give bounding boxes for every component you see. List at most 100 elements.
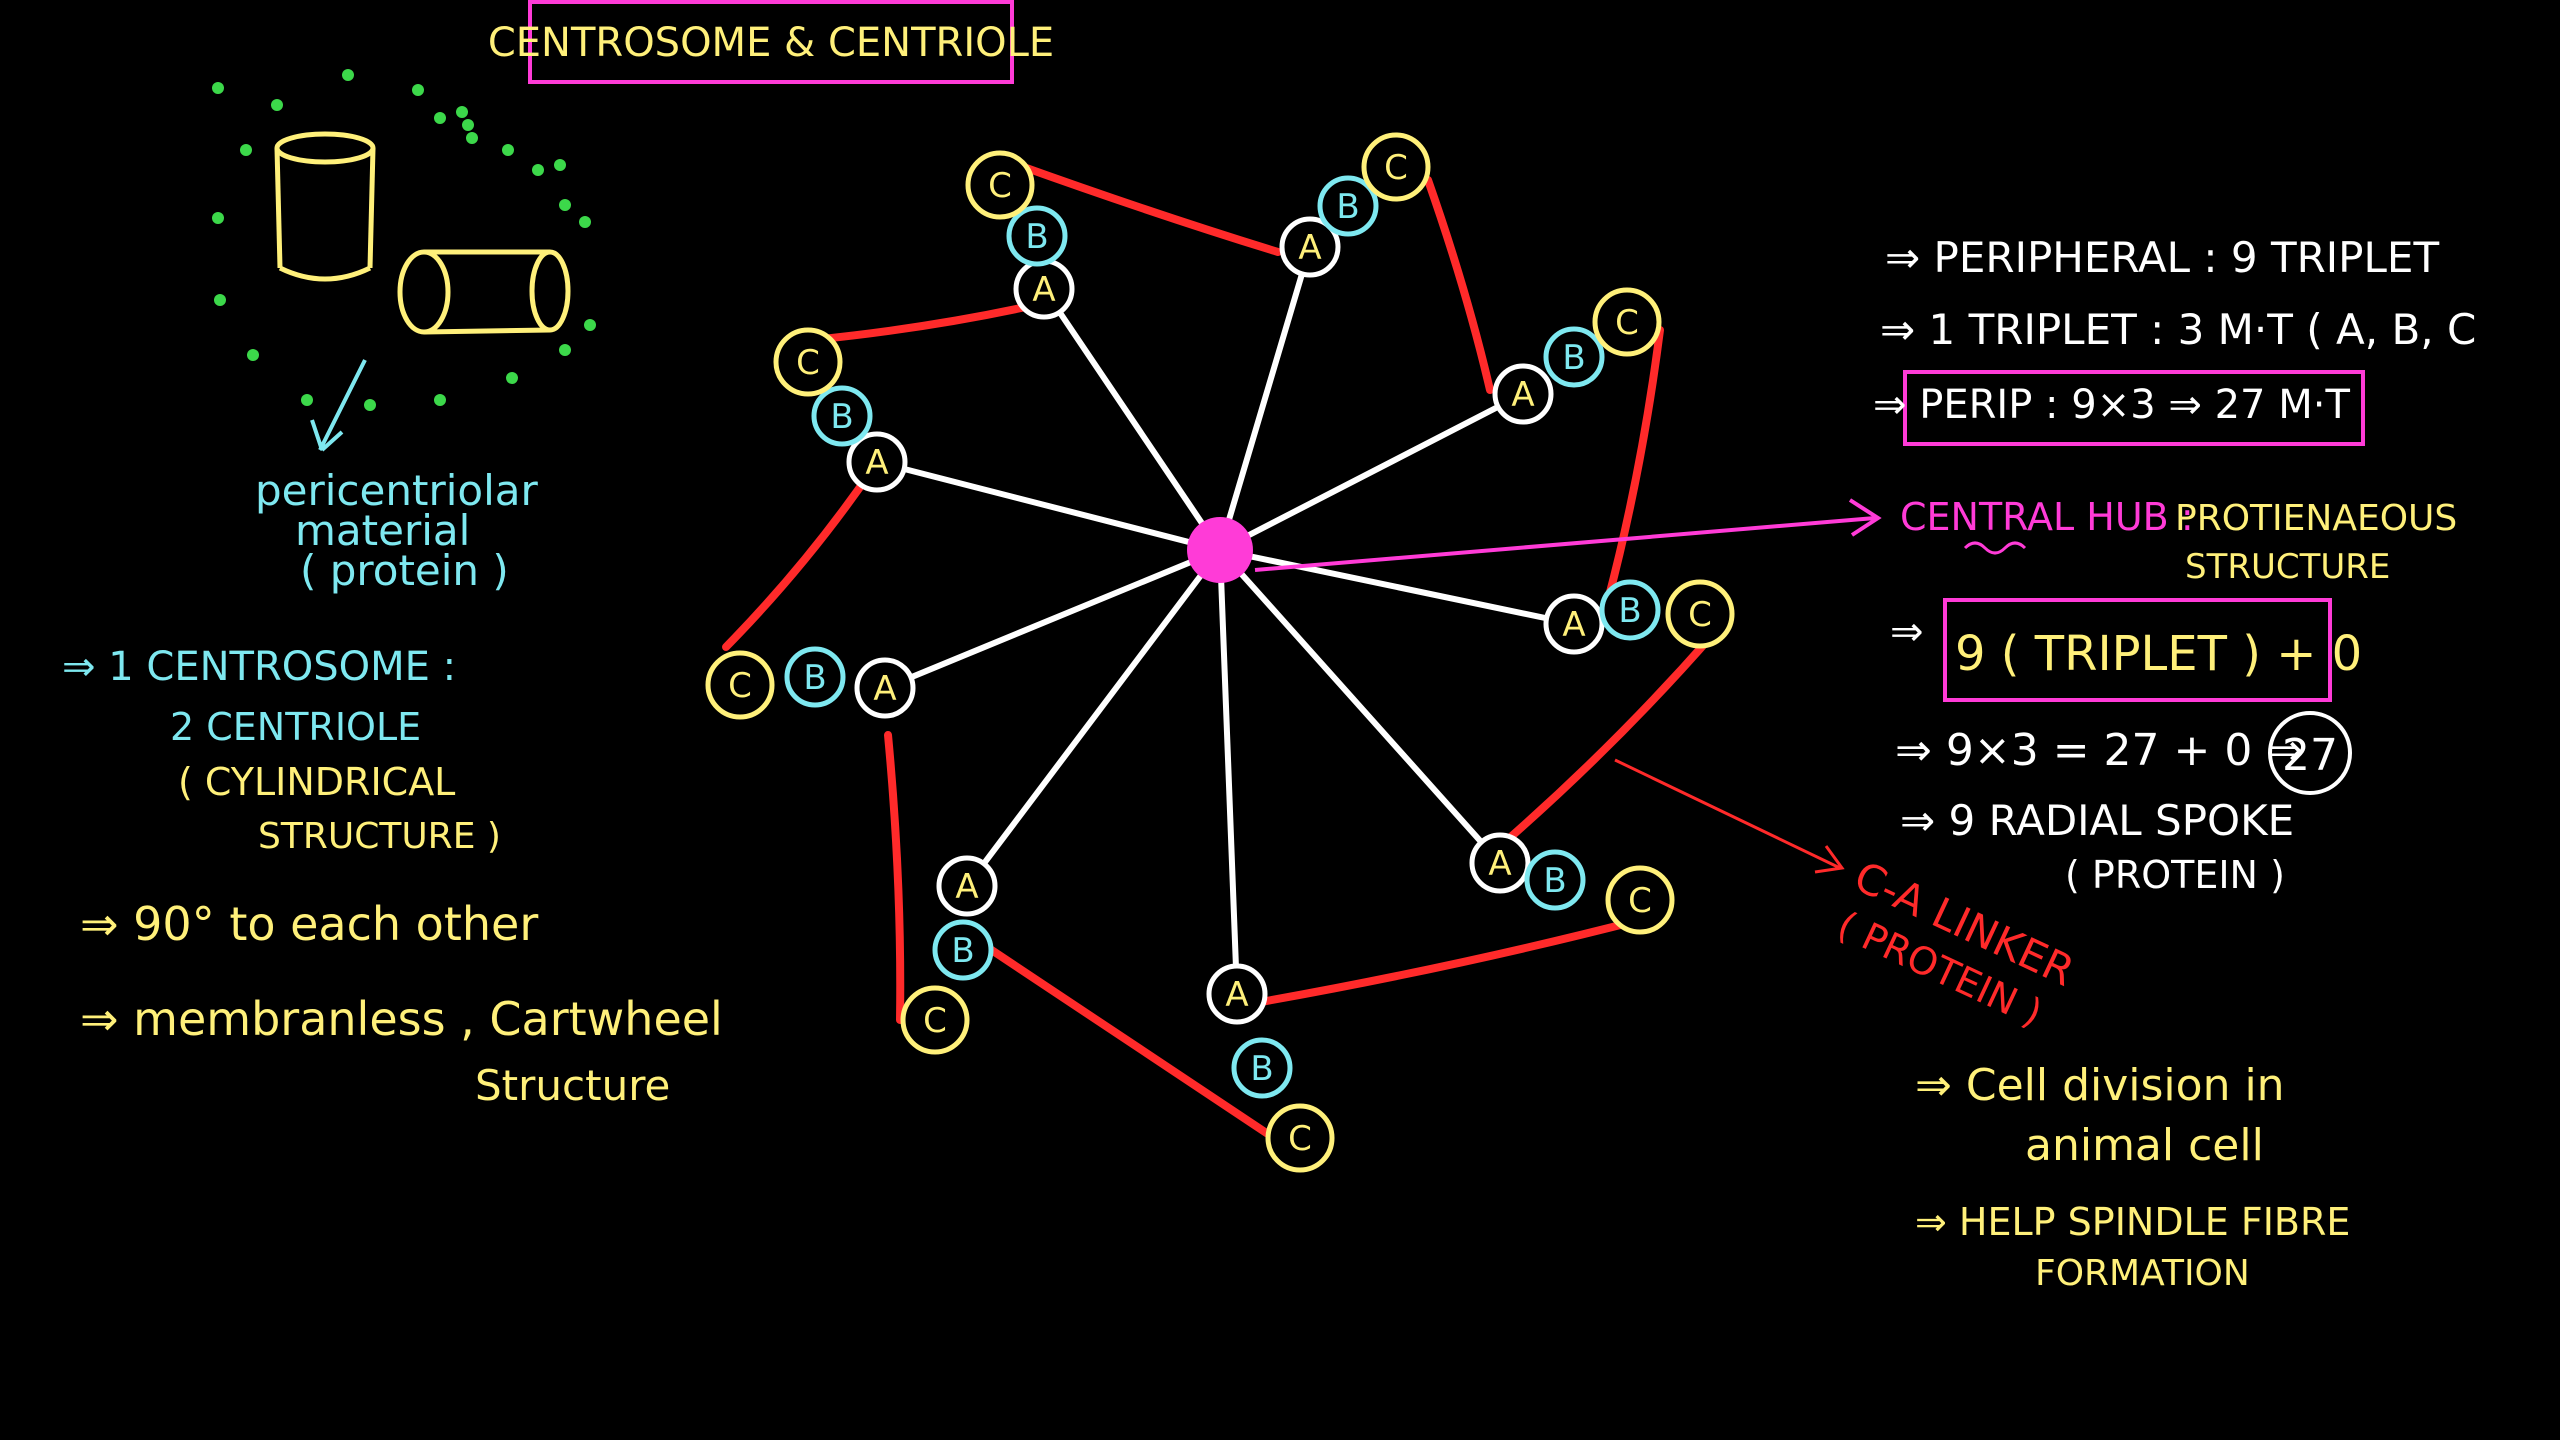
radial-spoke <box>964 547 1223 889</box>
pcm-dot <box>364 399 376 411</box>
microtubule-a <box>1543 593 1605 655</box>
pcm-dot <box>434 112 446 124</box>
pcm-label: pericentriolar material ( protein ) <box>255 466 538 595</box>
formula-box <box>1943 598 2332 702</box>
central-hub <box>1187 517 1253 583</box>
microtubule-letter: C <box>923 1001 947 1041</box>
pcm-label-line-1: pericentriolar <box>255 466 538 515</box>
c-a-linker <box>808 299 1048 344</box>
microtubule-letter: C <box>1688 595 1712 635</box>
c-a-linker <box>1501 628 1719 846</box>
microtubule-letter: A <box>1488 844 1511 884</box>
pcm-label-line-2: material <box>295 506 470 555</box>
note-cell-division: ⇒ Cell division in <box>1915 1060 2285 1111</box>
c-a-linker <box>1014 161 1282 256</box>
microtubule-a <box>846 431 908 493</box>
microtubule-letter: B <box>951 931 974 971</box>
microtubule-letter: B <box>1336 187 1359 227</box>
note-one-triplet: ⇒ 1 TRIPLET : 3 M·T ( A, B, C <box>1880 305 2476 354</box>
microtubule-triplet: ABC <box>1279 132 1431 278</box>
pericentriolar-material-dots <box>212 69 596 411</box>
microtubule-a <box>936 855 998 917</box>
microtubule-letter: A <box>1032 270 1055 310</box>
pcm-dot <box>554 159 566 171</box>
radial-spoke <box>882 547 1223 691</box>
note-radial-protein: ( PROTEIN ) <box>2065 853 2285 897</box>
title-block: CENTROSOME & CENTRIOLE <box>488 0 1054 84</box>
pcm-dot <box>214 294 226 306</box>
microtubule-letter: A <box>1225 975 1248 1015</box>
note-radial-spokes: ⇒ 9 RADIAL SPOKE <box>1900 796 2294 845</box>
microtubule-b <box>1599 579 1661 641</box>
pcm-dot <box>342 69 354 81</box>
note-membraneless: ⇒ membranless , Cartwheel <box>80 992 723 1046</box>
horizontal-centriole-cylinder <box>397 249 571 335</box>
pcm-label-line-3: ( protein ) <box>300 546 509 595</box>
pcm-dot <box>247 349 259 361</box>
pcm-dot <box>462 119 474 131</box>
microtubule-letter: C <box>988 166 1012 206</box>
microtubule-a <box>1206 963 1268 1025</box>
microtubule-triplet: A B C <box>705 646 916 720</box>
radial-spokes <box>874 244 1577 997</box>
microtubule-a <box>1279 216 1341 278</box>
pcm-dot <box>434 394 446 406</box>
microtubule-letter: B <box>1562 338 1585 378</box>
note-ninety-degrees: ⇒ 90° to each other <box>80 897 538 951</box>
c-a-linker <box>1424 176 1494 394</box>
pcm-dot <box>212 212 224 224</box>
pcm-dot <box>584 319 596 331</box>
pcm-dot <box>271 99 283 111</box>
microtubule-letter: C <box>728 666 752 706</box>
microtubule-b <box>932 919 994 981</box>
vertical-centriole-cylinder <box>274 131 376 282</box>
pcm-dot <box>466 132 478 144</box>
c-a-linker <box>722 466 876 651</box>
radial-spoke <box>1217 547 1503 866</box>
microtubule-letter: A <box>873 669 896 709</box>
microtubule-triplet: ABC <box>900 855 998 1055</box>
microtubule-letter: B <box>830 397 853 437</box>
note-animal-cell: animal cell <box>2025 1120 2264 1171</box>
radial-spoke <box>1217 547 1577 627</box>
note-central-hub: CENTRAL HUB : <box>1900 495 2194 539</box>
pcm-dot <box>212 82 224 94</box>
left-notes: ⇒ 1 CENTROSOME : 2 CENTRIOLE ( CYLINDRIC… <box>62 644 723 1110</box>
microtubule-letter: C <box>1384 148 1408 188</box>
pcm-dot <box>301 394 313 406</box>
microtubule-c <box>1665 579 1735 649</box>
c-a-linker <box>965 931 1296 1154</box>
microtubule-b <box>811 385 873 447</box>
microtubule-letter: B <box>1025 217 1048 257</box>
pcm-pointer-arrow <box>310 359 367 452</box>
perip-box <box>1903 370 2365 446</box>
microtubule-letter: A <box>955 867 978 907</box>
central-hub-underline <box>1963 541 2027 555</box>
microtubule-a <box>854 657 916 719</box>
note-structure: STRUCTURE ) <box>258 816 501 857</box>
microtubule-letter: B <box>803 658 826 698</box>
microtubule-letter: B <box>1250 1049 1273 1089</box>
microtubule-b <box>1006 205 1068 267</box>
microtubule-c <box>773 327 843 397</box>
pcm-dot <box>532 164 544 176</box>
microtubule-a <box>1492 363 1554 425</box>
c-a-linker <box>1251 916 1644 1007</box>
note-cartwheel-structure: Structure <box>475 1061 670 1110</box>
microtubule-c <box>705 650 775 720</box>
pcm-dot <box>240 144 252 156</box>
microtubule-b <box>1231 1037 1293 1099</box>
pcm-dot <box>559 199 571 211</box>
microtubule-letter: A <box>1298 228 1321 268</box>
pcm-dot <box>579 216 591 228</box>
radial-spoke <box>874 459 1223 553</box>
microtubule-b <box>1317 175 1379 237</box>
note-peripheral: ⇒ PERIPHERAL : 9 TRIPLET <box>1885 233 2439 282</box>
calc-circle <box>2268 711 2352 795</box>
microtubule-letter: A <box>1511 375 1534 415</box>
note-spindle-fibre: ⇒ HELP SPINDLE FIBRE <box>1915 1200 2350 1244</box>
